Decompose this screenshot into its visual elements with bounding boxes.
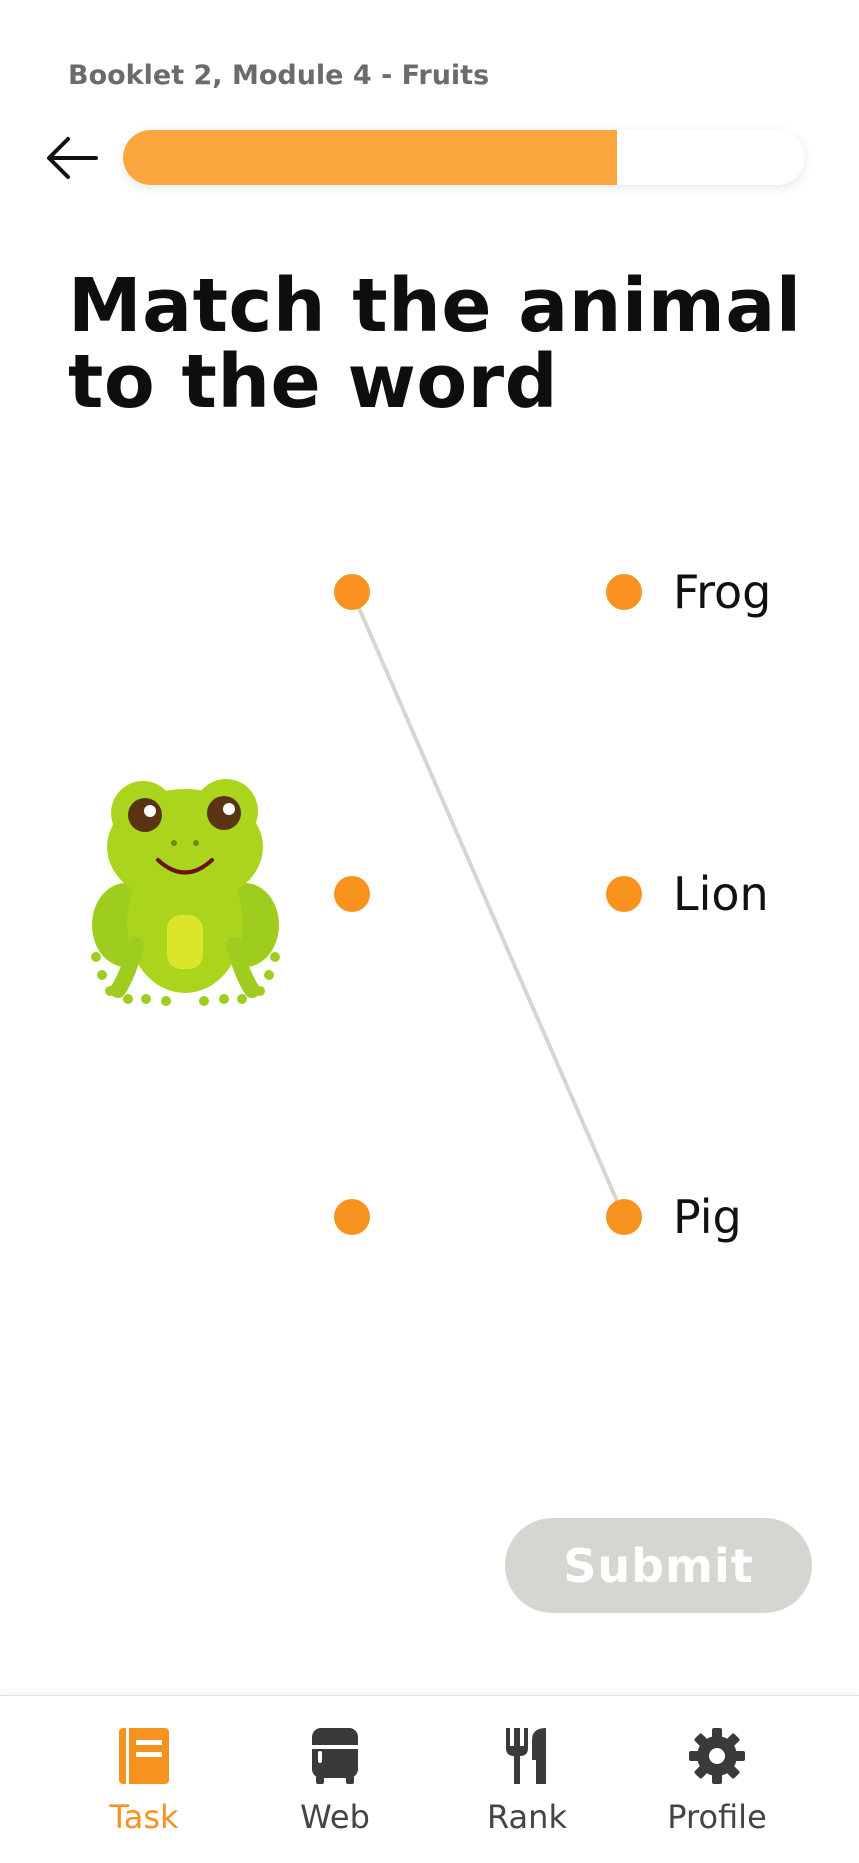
frog-image[interactable]: [88, 775, 283, 1010]
nav-label-web: Web: [300, 1798, 370, 1836]
book-icon: [114, 1726, 174, 1786]
nav-item-profile[interactable]: Profile: [642, 1726, 792, 1846]
frog-illustration: [91, 779, 280, 1006]
right-dot-pig[interactable]: [606, 1199, 642, 1235]
nav-label-profile: Profile: [667, 1798, 767, 1836]
fridge-icon: [305, 1726, 365, 1786]
left-dot-1[interactable]: [334, 574, 370, 610]
left-dot-2[interactable]: [334, 876, 370, 912]
submit-button[interactable]: Submit: [505, 1518, 812, 1613]
bottom-navigation: Task Web Rank: [0, 1695, 859, 1863]
nav-label-rank: Rank: [487, 1798, 567, 1836]
left-dot-3[interactable]: [334, 1199, 370, 1235]
nav-item-rank[interactable]: Rank: [452, 1726, 602, 1846]
right-dot-lion[interactable]: [606, 876, 642, 912]
arrow-left-icon: [47, 137, 98, 179]
word-lion[interactable]: Lion: [673, 867, 769, 921]
nav-item-web[interactable]: Web: [260, 1726, 410, 1846]
word-frog[interactable]: Frog: [673, 565, 772, 619]
nav-item-task[interactable]: Task: [69, 1726, 219, 1846]
back-button[interactable]: [40, 128, 104, 188]
progress-fill: [123, 130, 618, 185]
breadcrumb: Booklet 2, Module 4 - Fruits: [68, 60, 490, 91]
right-dot-frog[interactable]: [606, 574, 642, 610]
question-title: Match the animal to the word: [68, 263, 802, 425]
gear-icon: [687, 1726, 747, 1786]
fork-knife-icon: [497, 1726, 557, 1786]
progress-bar: [123, 130, 805, 185]
nav-label-task: Task: [109, 1798, 179, 1836]
connection-line: [350, 590, 626, 1219]
word-pig[interactable]: Pig: [673, 1190, 742, 1244]
